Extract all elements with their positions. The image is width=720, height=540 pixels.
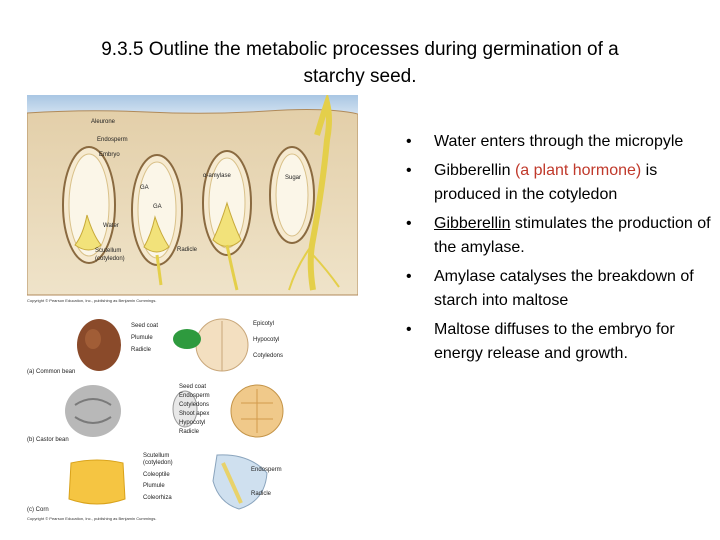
label-endosperm-b: Endosperm	[179, 393, 210, 399]
bullet-3-text: stimulates the production of the amylase…	[434, 215, 711, 256]
label-hypocotyl-b: Hypocotyl	[179, 420, 205, 426]
label-radicle: Radicle	[177, 247, 198, 253]
title-line-1: 9.3.5 Outline the metabolic processes du…	[101, 39, 619, 60]
label-shoot-apex: Shoot apex	[179, 411, 209, 417]
bullet-2-text-b: is produced in the cotyledon	[434, 162, 658, 203]
bullet-5-text: Maltose diffuses to the embryo for energ…	[434, 321, 675, 362]
label-scutellum-c: Scutellum	[143, 453, 169, 459]
label-ga-1: GA	[140, 185, 149, 191]
copyright-1: Copyright © Pearson Education, Inc., pub…	[27, 298, 156, 303]
slide-title: 9.3.5 Outline the metabolic processes du…	[40, 36, 680, 90]
bullet-2: Gibberellin (a plant hormone) is produce…	[404, 159, 714, 207]
label-radicle-c: Radicle	[251, 491, 272, 497]
label-radicle-a: Radicle	[131, 347, 152, 353]
label-endosperm: Endosperm	[97, 137, 128, 143]
label-scutellum: Scutellum	[95, 248, 121, 254]
label-hypocotyl: Hypocotyl	[253, 337, 279, 343]
label-plumule-c: Plumule	[143, 483, 165, 489]
label-amylase: α-amylase	[203, 173, 231, 179]
label-seed-coat: Seed coat	[131, 323, 158, 329]
bullet-5: Maltose diffuses to the embryo for energ…	[404, 318, 714, 366]
germination-figure: Aleurone Endosperm Embryo GA GA α-amylas…	[27, 95, 358, 303]
bullet-1-text: Water enters through the micropyle	[434, 133, 684, 150]
bullet-3-underlined: Gibberellin	[434, 215, 511, 232]
label-endosperm-c: Endosperm	[251, 467, 282, 473]
sky-band	[27, 95, 358, 113]
label-cotyledons-b: Cotyledons	[179, 402, 209, 408]
label-aleurone: Aleurone	[91, 119, 116, 125]
label-cotyledons: Cotyledons	[253, 353, 283, 359]
label-water: Water	[103, 223, 119, 229]
label-cotyledon-c: (cotyledon)	[143, 460, 173, 466]
bullet-2-highlight: (a plant hormone)	[514, 162, 642, 179]
label-sugar: Sugar	[285, 175, 301, 181]
bullet-1: Water enters through the micropyle	[404, 130, 714, 154]
corn-kernel	[68, 454, 268, 510]
bullet-3: Gibberellin stimulates the production of…	[404, 212, 714, 260]
label-coleoptile: Coleoptile	[143, 472, 170, 478]
seed-stage-1	[62, 146, 116, 264]
label-coleorhiza: Coleorhiza	[143, 495, 172, 501]
title-line-2: starchy seed.	[303, 66, 417, 87]
seed-stage-4	[269, 95, 340, 291]
label-seed-coat-b: Seed coat	[179, 384, 206, 390]
bullet-4: Amylase catalyses the breakdown of starc…	[404, 265, 714, 313]
label-radicle-b: Radicle	[179, 429, 200, 435]
common-bean	[77, 318, 249, 372]
caption-corn: (c) Corn	[27, 507, 49, 513]
copyright-2: Copyright © Pearson Education, Inc., pub…	[27, 516, 156, 521]
bullet-4-text: Amylase catalyses the breakdown of starc…	[434, 268, 694, 309]
seed-stage-3	[202, 150, 252, 291]
bullet-2-text-a: Gibberellin	[434, 162, 515, 179]
label-plumule: Plumule	[131, 335, 153, 341]
caption-common-bean: (a) Common bean	[27, 369, 75, 375]
label-epicotyl: Epicotyl	[253, 321, 274, 327]
bullet-list: Water enters through the micropyle Gibbe…	[404, 130, 714, 371]
caption-castor-bean: (b) Castor bean	[27, 437, 69, 443]
castor-bean	[65, 384, 284, 438]
soil-surface	[27, 109, 358, 296]
seed-types-figure: Seed coat Plumule Radicle Epicotyl Hypoc…	[27, 318, 284, 521]
seed-stage-2	[131, 154, 183, 286]
label-cotyledon: (cotyledon)	[95, 256, 125, 262]
label-ga-2: GA	[153, 204, 162, 210]
label-embryo: Embryo	[99, 152, 120, 158]
